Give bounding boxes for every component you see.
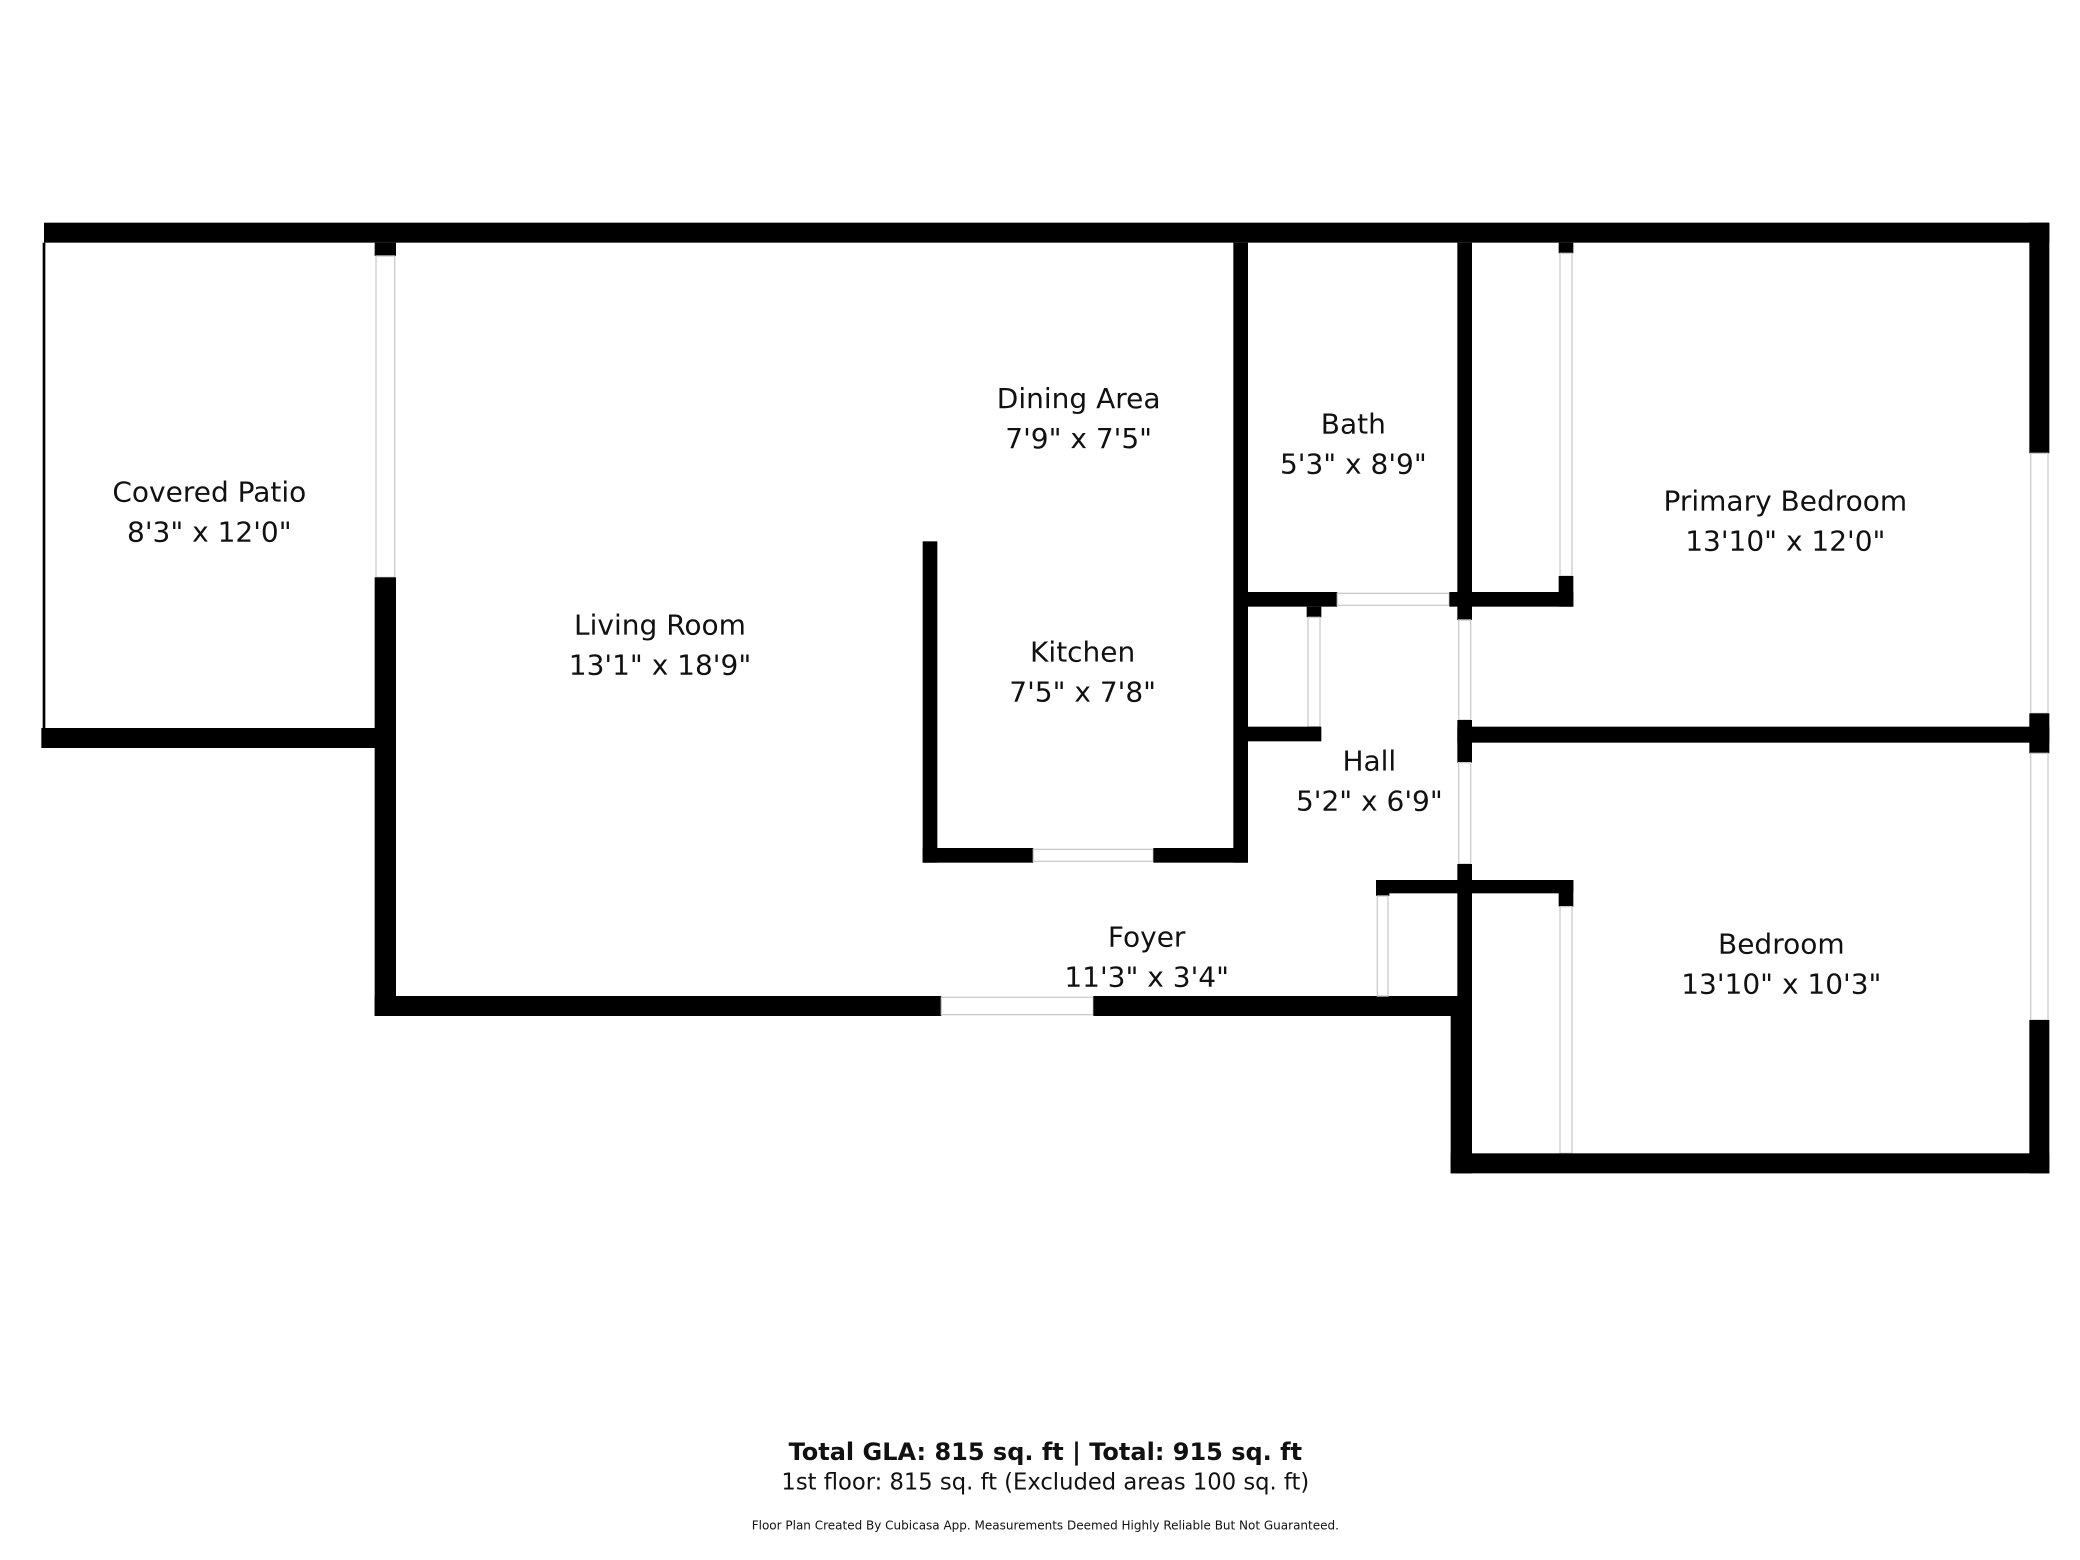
room-foyer: Foyer 11'3" x 3'4"	[1064, 921, 1229, 994]
walls	[41, 222, 2050, 1174]
room-bath: Bath 5'3" x 8'9"	[1280, 407, 1427, 480]
room-size: 5'2" x 6'9"	[1296, 785, 1443, 818]
room-kitchen: Kitchen 7'5" x 7'8"	[1009, 635, 1156, 708]
room-size: 7'9" x 7'5"	[1005, 422, 1152, 455]
room-name: Kitchen	[1030, 635, 1135, 668]
room-name: Bath	[1321, 407, 1386, 440]
footer-floor-area: 1st floor: 815 sq. ft (Excluded areas 10…	[781, 1469, 1309, 1495]
room-living-room: Living Room 13'1" x 18'9"	[569, 609, 751, 682]
room-size: 11'3" x 3'4"	[1064, 961, 1229, 994]
room-hall: Hall 5'2" x 6'9"	[1296, 745, 1443, 818]
room-size: 13'10" x 12'0"	[1685, 525, 1885, 558]
room-size: 8'3" x 12'0"	[127, 515, 292, 548]
footer-disclaimer: Floor Plan Created By Cubicasa App. Meas…	[752, 1518, 1339, 1532]
room-name: Bedroom	[1718, 927, 1845, 960]
room-covered-patio: Covered Patio 8'3" x 12'0"	[112, 475, 306, 548]
room-size: 13'1" x 18'9"	[569, 649, 751, 682]
room-name: Dining Area	[997, 382, 1161, 415]
room-size: 7'5" x 7'8"	[1009, 675, 1156, 708]
room-name: Covered Patio	[112, 475, 306, 508]
room-size: 5'3" x 8'9"	[1280, 447, 1427, 480]
room-size: 13'10" x 10'3"	[1681, 967, 1881, 1000]
room-name: Hall	[1342, 745, 1396, 778]
room-bedroom: Bedroom 13'10" x 10'3"	[1681, 927, 1881, 1000]
footer-totals: Total GLA: 815 sq. ft | Total: 915 sq. f…	[789, 1438, 1303, 1466]
room-primary-bedroom: Primary Bedroom 13'10" x 12'0"	[1663, 485, 1907, 558]
footer: Total GLA: 815 sq. ft | Total: 915 sq. f…	[752, 1438, 1339, 1532]
room-name: Foyer	[1108, 921, 1186, 954]
room-name: Primary Bedroom	[1663, 485, 1907, 518]
room-name: Living Room	[574, 609, 746, 642]
room-dining-area: Dining Area 7'9" x 7'5"	[997, 382, 1161, 455]
